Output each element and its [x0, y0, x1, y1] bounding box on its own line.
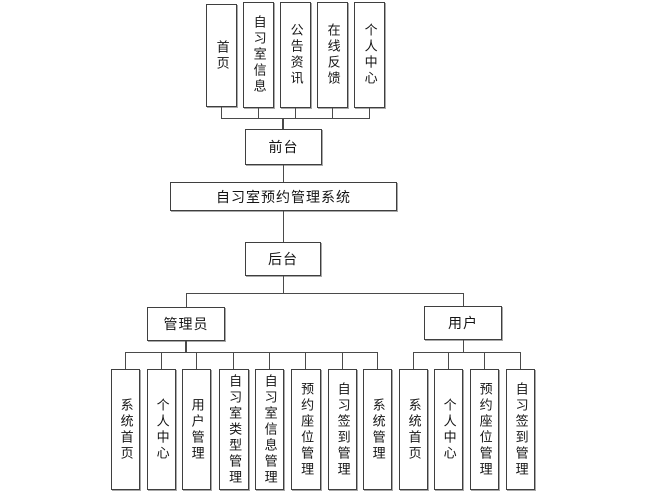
node-label: 用户	[448, 317, 478, 332]
node-backend: 后台	[245, 242, 321, 276]
connector-line	[520, 352, 521, 369]
connector-line	[186, 293, 464, 294]
node-admin-system-management: 系统管理	[363, 369, 392, 490]
node-label: 公告资讯	[288, 23, 304, 87]
connector-line	[463, 293, 464, 306]
node-label: 在线反馈	[325, 23, 341, 87]
node-user-personal-center: 个人中心	[434, 369, 463, 490]
node-label: 系统管理	[370, 397, 386, 462]
connector-line	[484, 352, 485, 369]
connector-line	[221, 118, 370, 119]
node-admin-seat-reservation-management: 预约座位管理	[291, 369, 321, 490]
node-frontend-announcements: 公告资讯	[280, 2, 311, 108]
connector-line	[448, 352, 449, 369]
node-admin-user-management: 用户管理	[182, 369, 211, 490]
node-label: 系统首页	[406, 397, 422, 462]
node-label: 后台	[268, 253, 298, 268]
connector-line	[283, 211, 284, 242]
connector-line	[186, 293, 187, 307]
connector-line	[185, 341, 187, 352]
node-frontend-personal-center: 个人中心	[354, 2, 385, 108]
connector-line	[221, 107, 222, 118]
node-user-system-home: 系统首页	[399, 369, 428, 490]
node-label: 系统首页	[118, 397, 134, 462]
connector-line	[282, 118, 284, 129]
node-label: 前台	[268, 141, 299, 156]
connector-line	[413, 352, 521, 353]
node-frontend-home: 首页	[206, 4, 237, 107]
node-label: 自习室预约管理系统	[216, 190, 351, 206]
node-label: 自习室类型管理	[227, 373, 243, 486]
node-user-seat-reservation-management: 预约座位管理	[470, 369, 499, 490]
node-user-checkin-management: 自习签到管理	[506, 369, 535, 490]
connector-line	[196, 352, 197, 369]
node-frontend-feedback: 在线反馈	[317, 2, 348, 108]
node-frontend: 前台	[245, 129, 322, 165]
connector-line	[125, 352, 126, 369]
connector-line	[161, 352, 162, 369]
connector-line	[305, 352, 306, 369]
node-label: 自习签到管理	[513, 381, 529, 478]
node-admin-room-type-management: 自习室类型管理	[219, 369, 249, 490]
node-admin-system-home: 系统首页	[111, 369, 140, 490]
node-label: 自习室信息	[251, 15, 267, 95]
connector-line	[369, 108, 370, 118]
node-admin-room-info-management: 自习室信息管理	[255, 369, 284, 490]
connector-line	[463, 340, 464, 352]
connector-line	[377, 352, 378, 369]
node-admin: 管理员	[147, 307, 225, 341]
node-label: 预约座位管理	[299, 381, 315, 478]
node-label: 管理员	[163, 318, 209, 333]
node-root: 自习室预约管理系统	[170, 182, 397, 211]
connector-line	[269, 352, 270, 369]
node-label: 个人中心	[154, 397, 170, 462]
connector-line	[332, 108, 333, 118]
connector-line	[295, 108, 296, 118]
connector-line	[125, 352, 378, 353]
node-label: 自习室信息管理	[262, 373, 278, 486]
connector-line	[283, 165, 284, 182]
node-label: 首页	[214, 39, 230, 72]
node-label: 自习签到管理	[335, 381, 351, 478]
connector-line	[413, 352, 414, 369]
connector-line	[258, 108, 259, 118]
node-admin-personal-center: 个人中心	[147, 369, 176, 490]
node-label: 个人中心	[441, 397, 457, 462]
node-label: 预约座位管理	[477, 381, 493, 478]
node-frontend-studyroom-info: 自习室信息	[243, 2, 274, 108]
node-label: 个人中心	[362, 23, 378, 87]
node-admin-checkin-management: 自习签到管理	[328, 369, 357, 490]
node-label: 用户管理	[189, 397, 205, 462]
node-user: 用户	[424, 306, 502, 340]
connector-line	[342, 352, 343, 369]
connector-line	[283, 276, 284, 293]
connector-line	[233, 352, 234, 369]
